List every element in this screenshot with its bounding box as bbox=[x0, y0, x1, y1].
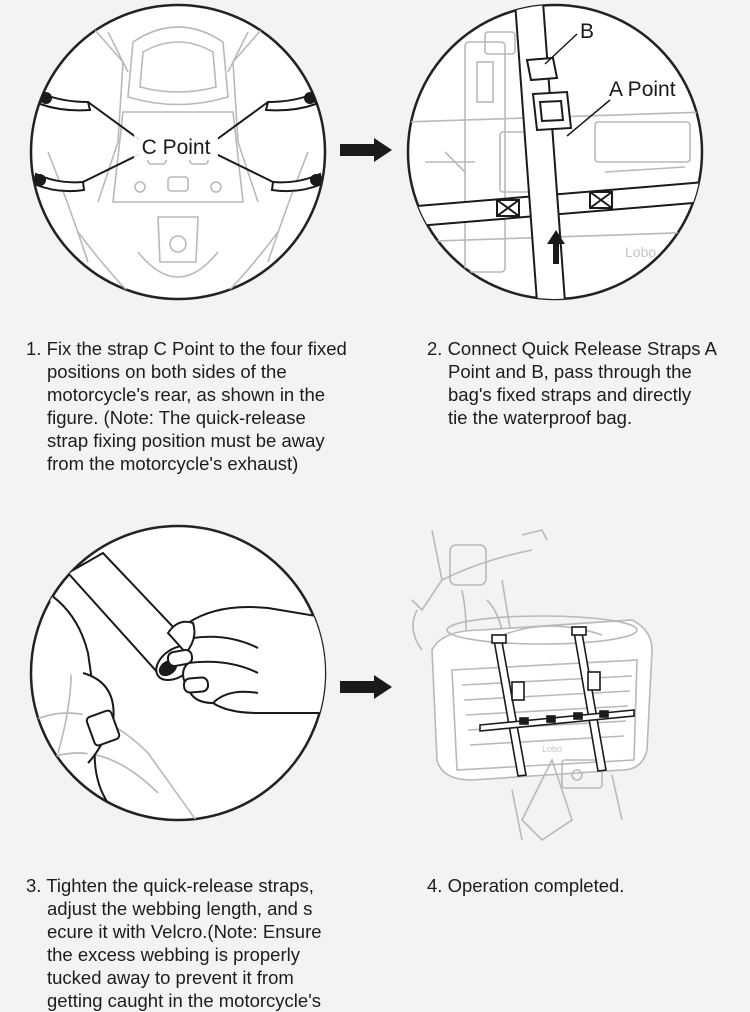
a-point-label: A Point bbox=[609, 78, 676, 101]
step-3-line-5: tucked away to prevent it from bbox=[47, 967, 294, 988]
illustration-tighten-strap bbox=[28, 523, 328, 823]
step-1-instruction: 1. Fix the strap C Point to the four fix… bbox=[26, 337, 347, 475]
next-step-arrow-icon bbox=[340, 138, 392, 167]
step-1-line-4: figure. (Note: The quick-release bbox=[47, 407, 306, 428]
step-3-line-2: adjust the webbing length, and s bbox=[47, 898, 313, 919]
illustration-bag-straps-a-b: Lobo B A Point bbox=[405, 2, 705, 302]
step-1-line-1: 1. Fix the strap C Point to the four fix… bbox=[26, 338, 347, 359]
step-3-line-6: getting caught in the motorcycle's bbox=[47, 990, 321, 1011]
b-point-label: B bbox=[580, 20, 594, 43]
next-step-arrow-icon bbox=[340, 675, 392, 704]
step-2-line-1: 2. Connect Quick Release Straps A bbox=[427, 338, 717, 359]
step-2-instruction: 2. Connect Quick Release Straps A Point … bbox=[427, 337, 717, 429]
svg-text:Lobo: Lobo bbox=[542, 744, 562, 754]
step-1-line-5: strap fixing position must be away bbox=[47, 430, 325, 451]
svg-text:Lobo: Lobo bbox=[625, 244, 656, 260]
step-3-instruction: 3. Tighten the quick-release straps, adj… bbox=[26, 874, 322, 1012]
illustration-operation-completed: Lobo bbox=[402, 520, 662, 850]
step-3-line-1: 3. Tighten the quick-release straps, bbox=[26, 875, 314, 896]
illustration-rear-rack-c-point: C Point bbox=[28, 2, 328, 302]
step-4-instruction: 4. Operation completed. bbox=[427, 874, 624, 897]
step-2-line-2: Point and B, pass through the bbox=[448, 361, 692, 382]
step-4-line-1: 4. Operation completed. bbox=[427, 875, 625, 896]
step-1-line-6: from the motorcycle's exhaust) bbox=[47, 453, 299, 474]
c-point-label: C Point bbox=[142, 136, 211, 159]
step-2-line-4: tie the waterproof bag. bbox=[448, 407, 633, 428]
step-3-line-3: ecure it with Velcro.(Note: Ensure bbox=[47, 921, 322, 942]
step-1-line-3: motorcycle's rear, as shown in the bbox=[47, 384, 326, 405]
step-1-line-2: positions on both sides of the bbox=[47, 361, 287, 382]
step-2-line-3: bag's fixed straps and directly bbox=[448, 384, 692, 405]
step-3-line-4: the excess webbing is properly bbox=[47, 944, 300, 965]
